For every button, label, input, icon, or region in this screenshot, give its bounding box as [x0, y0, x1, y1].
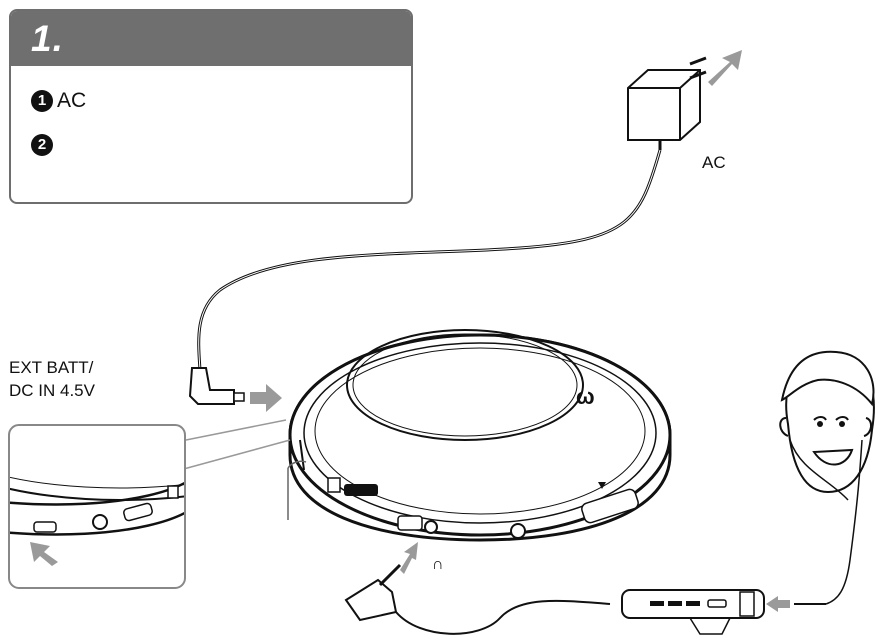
svg-text:ω: ω — [576, 384, 595, 409]
plug-in-arrow — [708, 50, 742, 86]
adapter-cord — [199, 150, 660, 370]
dc-plug-icon — [190, 368, 244, 404]
jack-zoom-inset — [0, 380, 310, 588]
remote-insert-arrow — [766, 596, 790, 612]
headphone-plug-icon — [346, 565, 400, 620]
headphone-insert-arrow — [400, 542, 418, 574]
ac-adapter-icon — [628, 58, 706, 150]
remote-cord — [396, 601, 610, 634]
insert-arrow — [250, 384, 282, 412]
cd-player-icon: ω — [290, 330, 670, 540]
remote-control-icon — [622, 590, 764, 634]
